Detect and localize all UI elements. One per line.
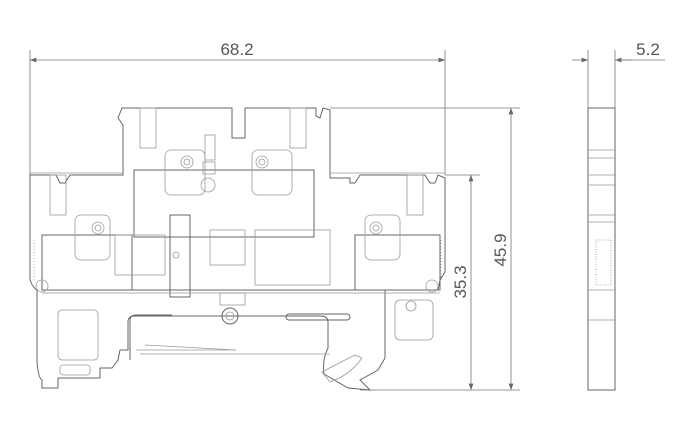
side-view: 5.2 (572, 40, 665, 391)
side-width-label: 5.2 (636, 40, 660, 59)
width-dimension-label: 68.2 (220, 40, 253, 59)
lower-height-dimension: 35.3 (445, 174, 480, 390)
total-height-label: 45.9 (491, 233, 510, 266)
lower-height-label: 35.3 (451, 265, 470, 298)
total-height-dimension: 45.9 (330, 107, 520, 391)
width-dimension: 68.2 (29, 40, 446, 175)
front-view (29, 107, 446, 391)
